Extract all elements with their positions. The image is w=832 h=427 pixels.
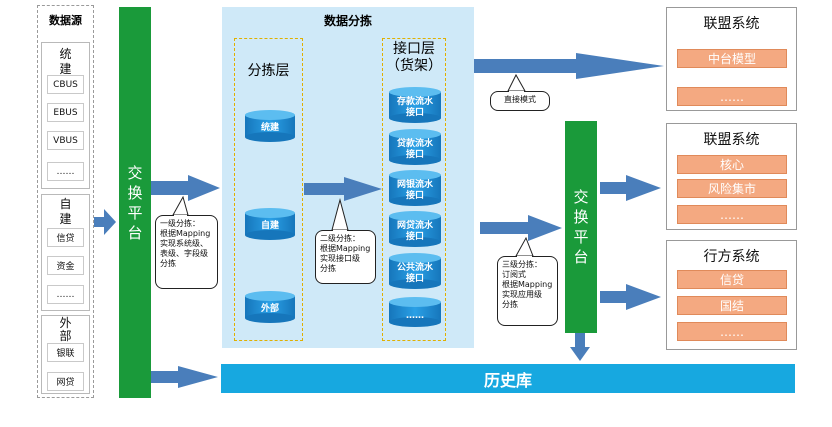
callout-direct-tail [507,73,526,92]
target-item-more: …… [677,322,787,341]
callout-level1-tail [172,195,189,216]
target-item-intl-settlement: 国结 [677,296,787,315]
callout-level2-tail [331,198,349,231]
svg-text:网银流水接口: 网银流水接口 [397,178,434,201]
target-system-alliance-1: 联盟系统 中台模型 …… [666,7,797,111]
cylinder-deposit-flow: 存款流水接口 [389,87,441,123]
history-database-bar: 历史库 [221,364,795,393]
source-item-more: …… [47,285,84,304]
exchange-platform-left: 交 换 平 台 [119,7,151,398]
data-sorting-title: 数据分拣 [323,14,372,28]
source-group-self-built: 自 建 信贷 资金 …… [41,194,90,311]
cylinder-label: 统建 [261,121,280,133]
source-item-ebus: EBUS [47,103,84,122]
arrow-sources-to-exchange [94,209,116,235]
cylinder-online-loan-flow: 网贷流水接口 [389,211,441,247]
source-item-credit: 信贷 [47,228,84,247]
source-item-vbus: VBUS [47,131,84,150]
cylinder-public-flow: 公共流水接口 [389,253,441,289]
cylinder-external: 外部 [245,291,295,323]
cylinder-label: 外部 [260,302,279,314]
target-system-bank: 行方系统 信贷 国结 …… [666,240,797,350]
data-source-title: 数据源 [49,14,82,27]
sorting-layer-title: 分拣层 [247,63,290,79]
target-item-risk-mart: 风险集市 [677,179,787,198]
cylinder-loan-flow: 贷款流水接口 [389,129,441,165]
target-item-platform-model: 中台模型 [677,49,787,68]
arrow-interface-to-exchange [480,215,562,241]
callout-level3-tail [515,236,534,257]
source-group-external: 外 部 银联 网贷 [41,315,90,394]
sorting-layer-box [234,38,303,341]
interface-layer-title: 接口层 （货架） [386,41,442,74]
target-system-title: 联盟系统 [703,132,760,148]
arrow-exchange-to-history-down [570,333,590,361]
cylinder-more: …… [389,297,441,327]
target-item-more: …… [677,87,787,106]
cylinder-self-built: 自建 [245,208,295,240]
callout-level3-sorting: 三级分拣： 订阅式 根据Mapping 实现应用级 分拣 [497,256,558,326]
source-item-funds: 资金 [47,256,84,275]
svg-text:网贷流水接口: 网贷流水接口 [397,219,434,242]
source-item-online-loan: 网贷 [47,372,84,391]
arrow-exchange-to-target-2 [600,175,661,201]
source-item-unionpay: 银联 [47,343,84,362]
arrow-exchange-to-history-left [151,366,218,388]
svg-text:存款流水接口: 存款流水接口 [397,95,434,118]
arrow-exchange-to-target-3 [600,284,661,310]
svg-text:贷款流水接口: 贷款流水接口 [397,137,434,160]
cylinder-label: 自建 [261,219,280,231]
source-group-unified: 统 建 CBUS EBUS VBUS …… [41,42,90,189]
callout-level1-sorting: 一级分拣： 根据Mapping 实现系统级、 表级、字段级 分拣 [155,215,218,289]
cylinder-unified: 统建 [245,110,295,142]
data-source-frame [37,5,94,398]
source-group-label: 自 建 [59,197,72,226]
exchange-platform-right: 交 换 平 台 [565,121,597,333]
target-item-more: …… [677,205,787,224]
target-system-title: 行方系统 [703,249,760,265]
target-item-core: 核心 [677,155,787,174]
source-item-more: …… [47,162,84,181]
arrow-interface-to-direct [474,53,664,79]
arrow-sorting-to-interface [304,177,382,201]
target-item-credit: 信贷 [677,270,787,289]
arrow-exchange-to-sorting [151,175,220,201]
source-group-label: 统 建 [59,47,72,76]
target-system-alliance-2: 联盟系统 核心 风险集市 …… [666,123,797,230]
source-item-cbus: CBUS [47,75,84,94]
cylinder-ebank-flow: 网银流水接口 [389,170,441,206]
callout-level2-sorting: 二级分拣： 根据Mapping 实现接口级 分拣 [315,230,376,284]
cylinder-label: …… [406,311,424,321]
target-system-title: 联盟系统 [703,16,760,32]
source-group-label: 外 部 [59,316,72,343]
interface-layer-box [382,38,446,341]
svg-text:公共流水接口: 公共流水接口 [397,261,434,284]
